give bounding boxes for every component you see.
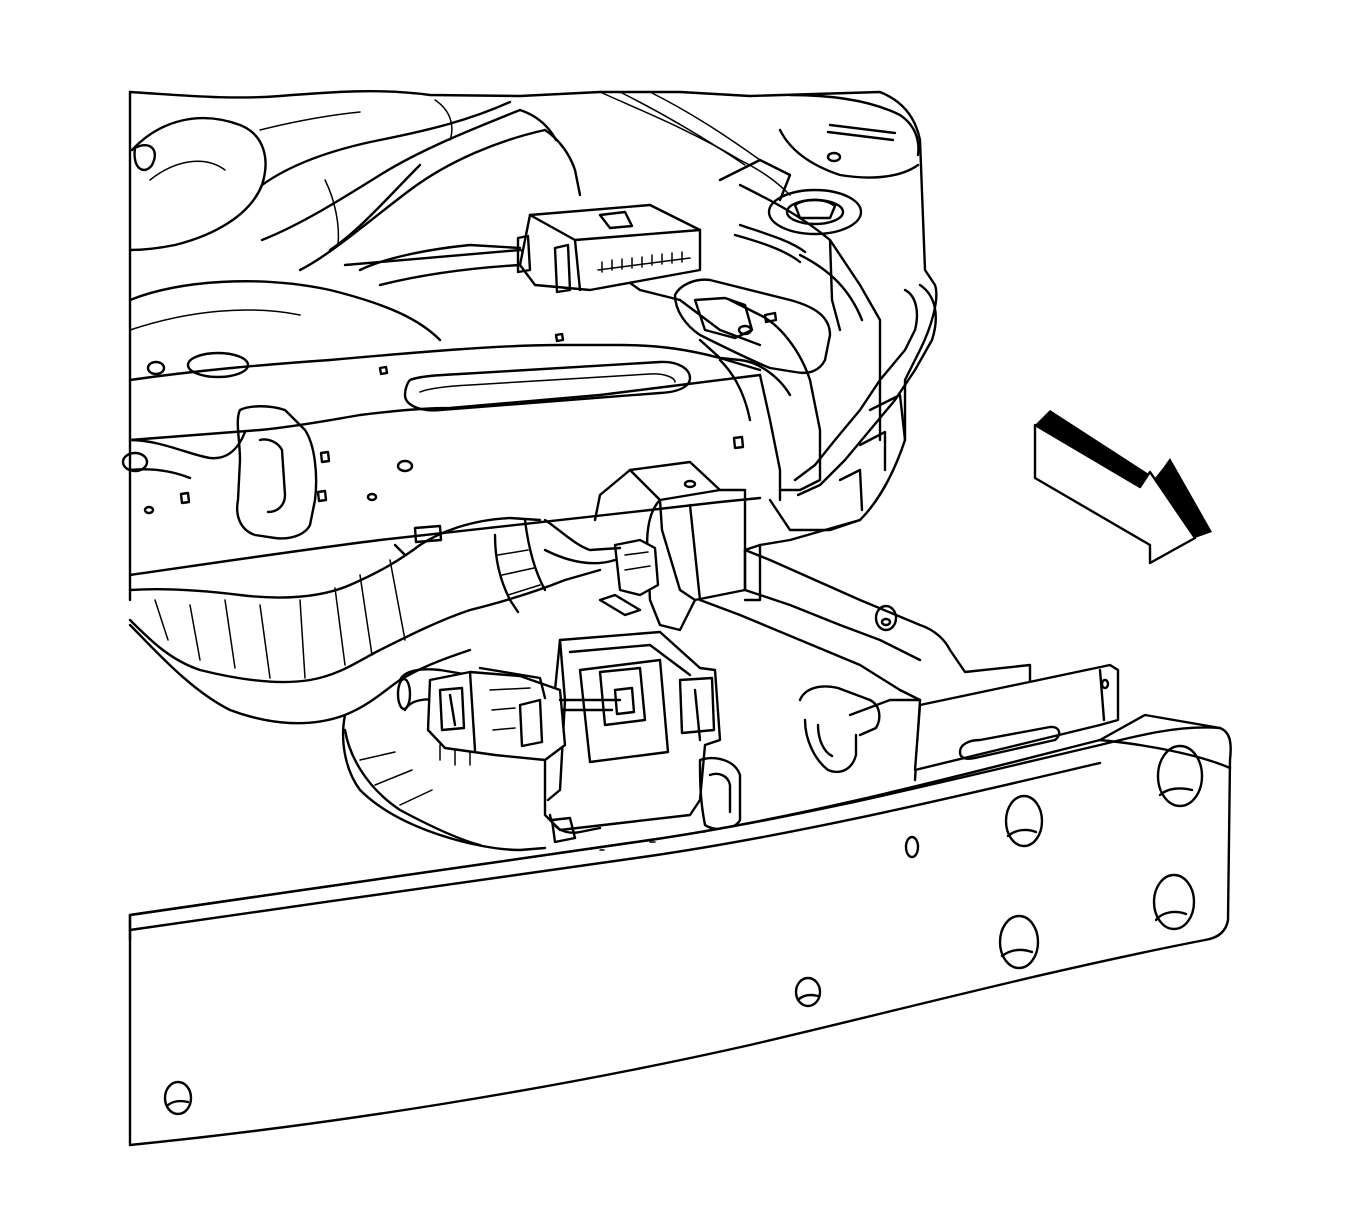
module-bracket-assembly (543, 460, 1120, 844)
upper-frame-structure (121, 89, 938, 602)
upper-connector-module (516, 203, 702, 294)
rear-bumper-beam (128, 713, 1232, 1147)
lower-harness-connector (426, 666, 622, 766)
forward-direction-arrow (1033, 410, 1212, 565)
wiring-harness (128, 516, 622, 852)
bumper-holes (163, 744, 1204, 1116)
